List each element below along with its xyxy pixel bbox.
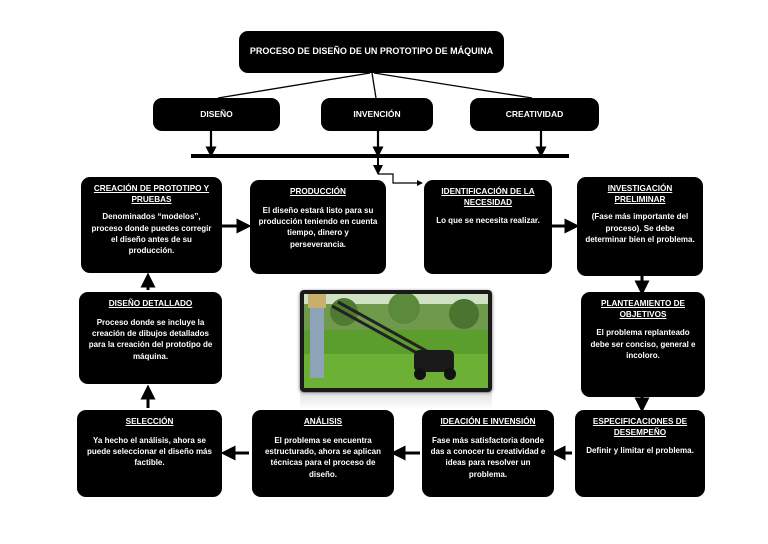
step-produccion: PRODUCCIÓN El diseño estará listo para s… (250, 180, 386, 274)
step-text: Lo que se necesita realizar. (436, 216, 540, 226)
step-text: Ya hecho el análisis, ahora se puede sel… (87, 435, 212, 468)
step-text: Proceso donde se incluye la creación de … (88, 317, 213, 361)
category-creatividad: CREATIVIDAD (470, 98, 599, 131)
step-creacion-prototipo: CREACIÓN DE PROTOTIPO Y PRUEBAS Denomina… (81, 177, 222, 273)
title-to-diseno-line (217, 72, 371, 99)
step-analisis: ANÁLISIS El problema se encuentra estruc… (252, 410, 394, 497)
bar-to-identificacion-line (378, 173, 423, 186)
step-title: PLANTEAMIENTO DE OBJETIVOS (600, 299, 685, 319)
step-text: Denominados “modelos”, proceso donde pue… (91, 212, 212, 256)
step-title: ESPECIFICACIONES DE DESEMPEÑO (592, 417, 688, 437)
step-title: ANÁLISIS (303, 417, 343, 426)
step-text: El problema se encuentra estructurado, a… (264, 435, 382, 479)
step-title: IDEACIÓN E INVENSIÓN (440, 417, 536, 426)
step-title: CREACIÓN DE PROTOTIPO Y PRUEBAS (93, 184, 210, 204)
step-text: (Fase más importante del proceso). Se de… (585, 212, 695, 245)
step-diseno-detallado: DISEÑO DETALLADO Proceso donde se incluy… (79, 292, 222, 384)
title-to-invencion-line (371, 72, 377, 99)
diagram-title: PROCESO DE DISEÑO DE UN PROTOTIPO DE MÁQ… (239, 31, 504, 73)
step-text: Fase más satisfactoria donde das a conoc… (430, 435, 546, 479)
step-title: INVESTIGACIÓN PRELIMINAR (607, 184, 673, 204)
merge-bar (191, 154, 569, 158)
category-invencion: INVENCIÓN (321, 98, 433, 131)
category-diseno: DISEÑO (153, 98, 280, 131)
step-text: El diseño estará listo para su producció… (258, 205, 378, 249)
lawn-mower-photo (300, 290, 492, 392)
step-text: El problema replanteado debe ser conciso… (590, 328, 696, 361)
step-planteamiento: PLANTEAMIENTO DE OBJETIVOS El problema r… (581, 292, 705, 397)
lawn-mower-image (304, 294, 488, 388)
step-especificaciones: ESPECIFICACIONES DE DESEMPEÑO Definir y … (575, 410, 705, 497)
title-to-creatividad-line (373, 72, 533, 99)
step-title: SELECCIÓN (125, 417, 174, 426)
photo-reflection (300, 393, 492, 409)
step-seleccion: SELECCIÓN Ya hecho el análisis, ahora se… (77, 410, 222, 497)
step-text: Definir y limitar el problema. (586, 446, 694, 456)
step-title: PRODUCCIÓN (290, 187, 346, 196)
step-title: IDENTIFICACIÓN DE LA NECESIDAD (441, 187, 535, 207)
step-title: DISEÑO DETALLADO (108, 299, 193, 308)
step-ideacion: IDEACIÓN E INVENSIÓN Fase más satisfacto… (422, 410, 554, 497)
step-identificacion: IDENTIFICACIÓN DE LA NECESIDAD Lo que se… (424, 180, 552, 274)
step-investigacion: INVESTIGACIÓN PRELIMINAR (Fase más impor… (577, 177, 703, 276)
